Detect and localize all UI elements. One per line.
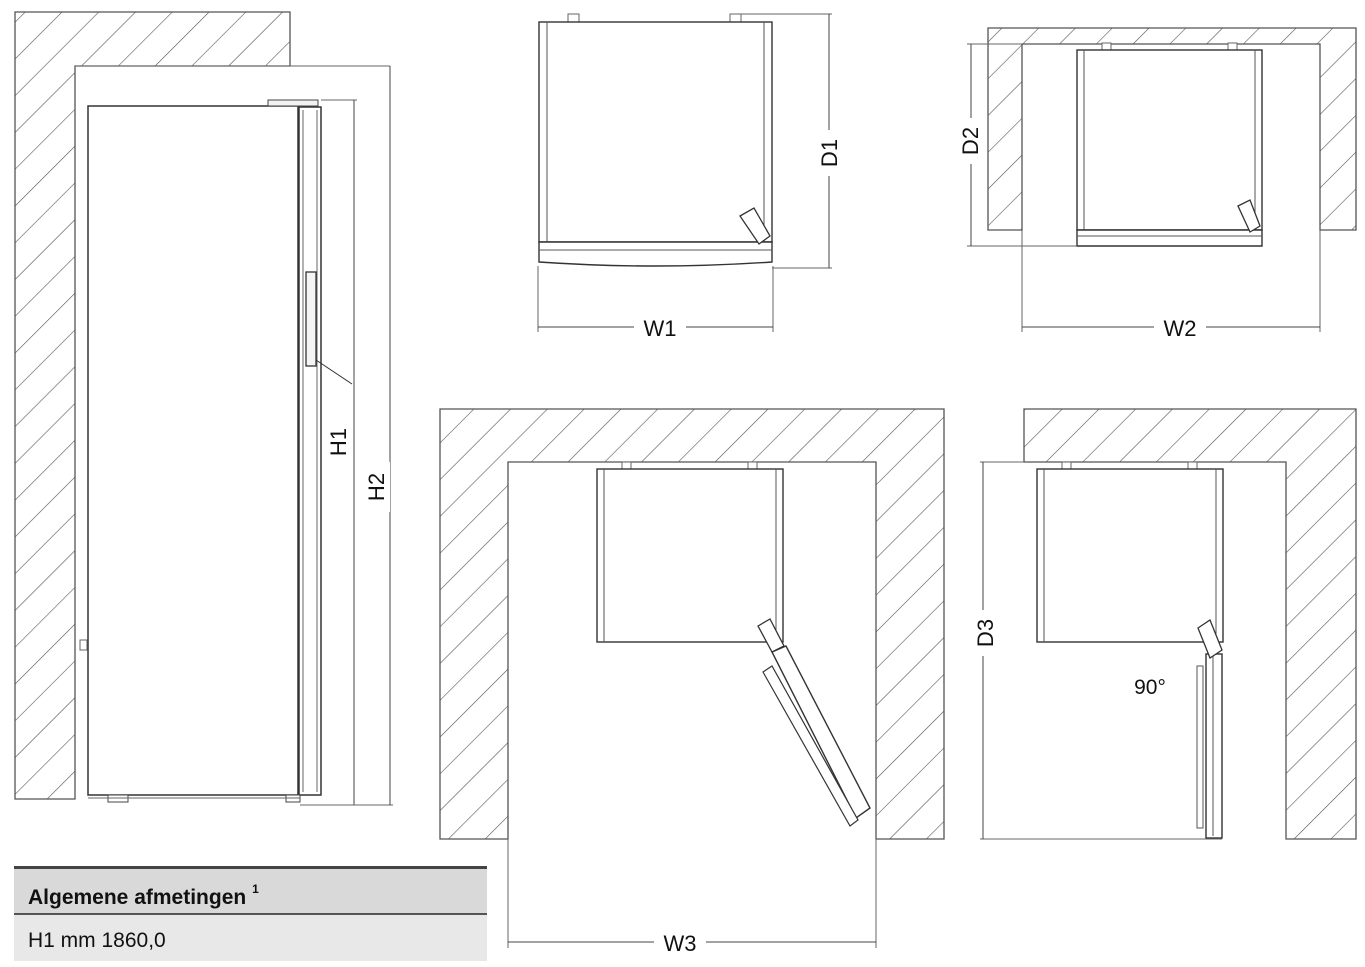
fridge-door [771,645,871,820]
fridge-body [596,468,784,643]
table-cell: H1 mm 1860,0 [28,929,166,952]
dimension-label-d3: D3 [973,619,998,647]
wall-hatch [987,27,1357,231]
dimension-label-w2: W2 [1164,316,1197,341]
top-hinge [267,99,319,107]
top-view-niche: D2 W2 [957,27,1357,342]
table-header: Algemene afmetingen 1 [14,866,487,915]
fridge-door [1205,653,1223,839]
dimension-label-h2: H2 [364,473,389,501]
fridge-door [298,106,322,796]
dimension-label-w1: W1 [644,316,677,341]
door-handle [739,207,771,245]
side-view: H1 H2 [14,11,393,806]
dimension-label-d1: D1 [817,139,842,167]
fridge-body [1036,468,1224,643]
door-handle [1197,619,1223,659]
fridge-body [538,21,773,243]
door-handle [305,271,317,367]
wall-hatch [439,408,945,840]
dimension-label-h1: H1 [326,428,351,456]
footnote-mark: 1 [252,882,259,896]
top-view-freestanding: D1 W1 [537,13,843,342]
fridge-door [538,241,773,267]
top-view-door-open-width: W3 [439,408,945,957]
dimension-label-d2: D2 [958,127,983,155]
angle-label: 90° [1134,676,1166,699]
fridge-body [87,105,299,796]
dimensions-table: Algemene afmetingen 1 H1 mm 1860,0 [14,866,487,961]
table-title: Algemene afmetingen [28,886,247,909]
fridge-door [1076,229,1263,247]
door-handle [1237,199,1261,233]
top-view-door-open-depth: D3 90° [969,408,1357,840]
door-handle [757,618,785,653]
dimension-label-w3: W3 [664,931,697,956]
table-row: H1 mm 1860,0 [14,915,487,961]
fridge-body [1076,49,1263,231]
